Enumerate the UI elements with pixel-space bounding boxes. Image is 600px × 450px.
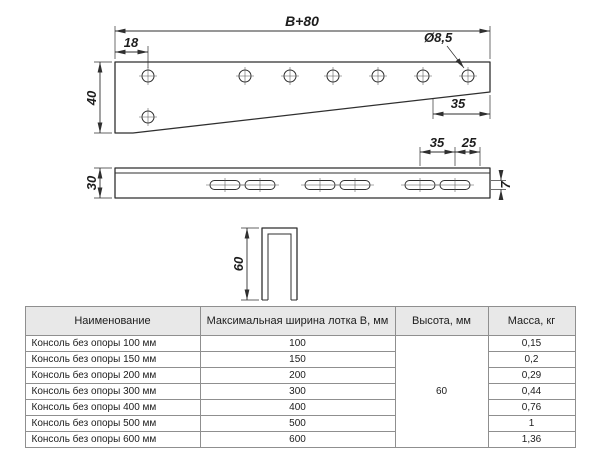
row-mass: 0,15: [487, 335, 576, 352]
table-row: Консоль без опоры 400 мм 400 0,76: [24, 399, 576, 416]
row-name: Консоль без опоры 400 мм: [24, 399, 201, 416]
hole: [235, 66, 255, 86]
dim-slot-pitch: 35 25: [419, 135, 481, 166]
table-row: Консоль без опоры 300 мм 300 0,44: [24, 383, 576, 400]
row-width: 100: [199, 335, 396, 352]
dim-total-width-label: В+80: [285, 13, 319, 29]
row-name: Консоль без опоры 100 мм: [24, 335, 201, 352]
header-mass: Масса, кг: [487, 306, 576, 336]
row-width: 500: [199, 415, 396, 432]
technical-drawing: В+80 18 40 35: [84, 13, 513, 301]
bar-outline: [114, 167, 491, 199]
hole: [138, 66, 158, 86]
row-name: Консоль без опоры 200 мм: [24, 367, 201, 384]
row-name: Консоль без опоры 500 мм: [24, 415, 201, 432]
row-width: 300: [199, 383, 396, 400]
header-height: Высота, мм: [394, 306, 489, 336]
dim-hole-to-edge: 35: [432, 95, 491, 119]
dim-plate-height-label: 40: [84, 90, 99, 106]
top-view: В+80 18 40 35: [84, 13, 491, 134]
dim-slot-pitch-label: 35: [430, 135, 445, 150]
slot: [205, 177, 245, 193]
row-mass: 1,36: [487, 431, 576, 448]
dim-plate-height: 40: [84, 61, 112, 134]
row-width: 600: [199, 431, 396, 448]
table-row: Консоль без опоры 100 мм 100 60 0,15: [24, 335, 576, 448]
row-width: 400: [199, 399, 396, 416]
hole: [323, 66, 343, 86]
bracket-top-outline: [114, 61, 491, 134]
hole: [413, 66, 433, 86]
slot: [240, 177, 280, 193]
dim-channel-height: 60: [231, 227, 259, 301]
header-width: Максимальная ширина лотка В, мм: [199, 306, 396, 336]
dim-slot-height: 7: [491, 170, 513, 200]
table-header-row: Наименование Максимальная ширина лотка В…: [24, 306, 576, 336]
dim-bar-height: 30: [84, 167, 112, 199]
table-row: Консоль без опоры 150 мм 150 0,2: [24, 351, 576, 368]
row-width: 200: [199, 367, 396, 384]
hole: [280, 66, 300, 86]
slot: [300, 177, 340, 193]
height-cell: 60: [394, 335, 489, 448]
row-mass: 0,44: [487, 383, 576, 400]
channel-outer: [261, 227, 298, 300]
dim-total-width: В+80: [114, 13, 491, 59]
hole-diameter-callout: Ø8,5: [424, 30, 465, 69]
row-mass: 0,76: [487, 399, 576, 416]
dim-bar-height-label: 30: [84, 175, 99, 190]
row-name: Консоль без опоры 300 мм: [24, 383, 201, 400]
dim-hole-to-edge-label: 35: [451, 96, 466, 111]
header-name: Наименование: [24, 306, 201, 336]
hole: [368, 66, 388, 86]
side-view: 35 25 30 7: [84, 135, 513, 200]
row-width: 150: [199, 351, 396, 368]
table-row: Консоль без опоры 500 мм 500 1: [24, 415, 576, 432]
table-row: Консоль без опоры 600 мм 600 1,36: [24, 431, 576, 448]
spec-table: Наименование Максимальная ширина лотка В…: [24, 306, 576, 448]
slot: [400, 177, 440, 193]
slot: [335, 177, 375, 193]
dim-hole-diameter-label: Ø8,5: [424, 30, 453, 45]
slot: [435, 177, 475, 193]
row-mass: 1: [487, 415, 576, 432]
row-mass: 0,2: [487, 351, 576, 368]
channel-inner: [267, 233, 292, 300]
hole: [458, 66, 478, 86]
dim-edge-offset: 18: [115, 35, 149, 68]
dim-slot-gap-label: 25: [461, 135, 477, 150]
table-row: Консоль без опоры 200 мм 200 0,29: [24, 367, 576, 384]
row-name: Консоль без опоры 150 мм: [24, 351, 201, 368]
hole: [138, 107, 158, 127]
dim-edge-offset-label: 18: [124, 35, 139, 50]
dim-channel-height-label: 60: [231, 256, 246, 271]
section-view: 60: [231, 227, 298, 301]
dim-slot-height-label: 7: [498, 181, 513, 189]
row-name: Консоль без опоры 600 мм: [24, 431, 201, 448]
row-mass: 0,29: [487, 367, 576, 384]
